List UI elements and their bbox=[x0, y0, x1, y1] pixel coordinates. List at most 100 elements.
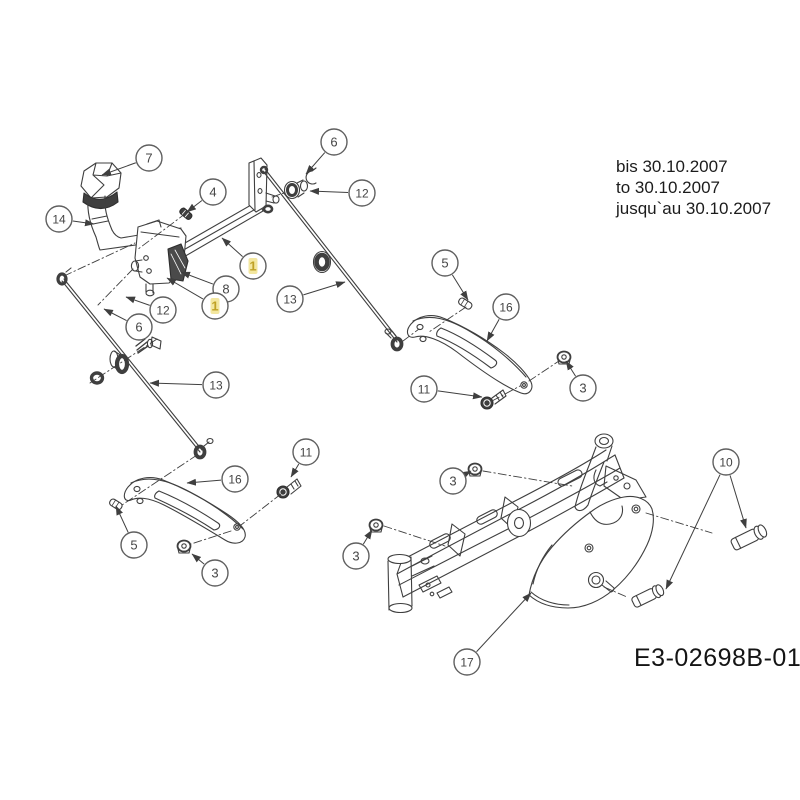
callout-3[interactable]: 3 bbox=[342, 529, 373, 570]
callout-label: 1 bbox=[249, 259, 256, 274]
validity-note-line-3: jusqu`au 30.10.2007 bbox=[616, 199, 772, 218]
callout-12[interactable]: 12 bbox=[309, 179, 376, 207]
callout-circle[interactable] bbox=[125, 313, 153, 341]
validity-note-line-2: to 30.10.2007 bbox=[616, 178, 720, 197]
clevis-pin-right-part bbox=[730, 524, 768, 551]
callout-14[interactable]: 14 bbox=[45, 205, 95, 233]
deck-arm-right-part bbox=[406, 315, 533, 395]
axle-frame-part bbox=[387, 433, 647, 614]
centerlines bbox=[63, 192, 713, 598]
callout-label: 12 bbox=[355, 186, 369, 200]
callout-16[interactable]: 16 bbox=[486, 293, 520, 342]
callout-label: 8 bbox=[222, 282, 229, 297]
callout-3[interactable]: 3 bbox=[191, 553, 229, 587]
callout-circle[interactable] bbox=[712, 448, 740, 476]
nut-center-top-part bbox=[467, 462, 483, 477]
callout-circle[interactable] bbox=[292, 438, 320, 466]
callout-6[interactable]: 6 bbox=[305, 128, 348, 175]
callout-circle[interactable] bbox=[202, 371, 230, 399]
nut-left-part bbox=[176, 539, 192, 554]
nut-center-left-part bbox=[368, 518, 384, 533]
callout-12[interactable]: 12 bbox=[125, 296, 177, 324]
callout-circle[interactable] bbox=[276, 285, 304, 313]
callout-circle[interactable] bbox=[120, 531, 148, 559]
callout-1[interactable]: 1 bbox=[166, 277, 229, 320]
leader-line bbox=[149, 379, 203, 387]
callout-6[interactable]: 6 bbox=[103, 308, 153, 341]
mount-bracket-part bbox=[130, 219, 189, 297]
callout-label: 5 bbox=[130, 538, 137, 553]
leader-line bbox=[565, 360, 576, 377]
leader-line bbox=[305, 152, 326, 175]
callout-4[interactable]: 4 bbox=[186, 178, 227, 213]
leader-line bbox=[103, 308, 127, 322]
callout-10[interactable]: 10 bbox=[665, 448, 747, 590]
callout-circle[interactable] bbox=[569, 374, 597, 402]
callout-circle[interactable] bbox=[348, 179, 376, 207]
lift-rod-left-part bbox=[56, 267, 214, 460]
callout-label: 10 bbox=[719, 455, 733, 469]
leader-line bbox=[486, 318, 500, 342]
leader-line bbox=[437, 390, 483, 400]
callout-label: 16 bbox=[228, 472, 242, 486]
callout-circle[interactable] bbox=[439, 467, 467, 495]
pin-left-part bbox=[109, 498, 123, 511]
bolt-right-part bbox=[480, 389, 507, 410]
callout-circle[interactable] bbox=[201, 559, 229, 587]
callout-highlight bbox=[248, 258, 258, 274]
leader-line bbox=[115, 505, 129, 533]
leader-line bbox=[101, 162, 137, 176]
leader-line bbox=[362, 529, 373, 545]
callout-5[interactable]: 5 bbox=[431, 249, 469, 301]
bushing-top-part bbox=[283, 167, 317, 200]
callout-label: 11 bbox=[300, 445, 313, 459]
callout-label: 17 bbox=[460, 655, 474, 669]
deck-arm-left-part bbox=[123, 477, 246, 544]
callout-label: 6 bbox=[330, 135, 337, 150]
callout-1[interactable]: 1 bbox=[221, 237, 267, 280]
callout-circle[interactable] bbox=[45, 205, 73, 233]
leader-line bbox=[221, 237, 243, 257]
leader-line bbox=[665, 474, 721, 590]
callout-11[interactable]: 11 bbox=[290, 438, 320, 478]
callout-circle[interactable] bbox=[135, 144, 163, 172]
leader-line bbox=[180, 271, 214, 285]
callout-3[interactable]: 3 bbox=[565, 360, 597, 402]
pivot-tube-part bbox=[177, 200, 264, 259]
callout-13[interactable]: 13 bbox=[276, 281, 346, 313]
callout-3[interactable]: 3 bbox=[439, 467, 472, 495]
leader-line bbox=[309, 187, 349, 195]
callout-13[interactable]: 13 bbox=[149, 371, 230, 399]
leader-line bbox=[451, 274, 469, 301]
callout-17[interactable]: 17 bbox=[453, 592, 532, 676]
leader-line bbox=[290, 463, 300, 478]
callout-5[interactable]: 5 bbox=[115, 505, 148, 559]
callout-circle[interactable] bbox=[149, 296, 177, 324]
callout-label: 1 bbox=[211, 299, 218, 314]
callout-circle[interactable] bbox=[320, 128, 348, 156]
callout-7[interactable]: 7 bbox=[101, 144, 163, 176]
callout-label: 16 bbox=[499, 300, 513, 314]
callout-label: 7 bbox=[145, 151, 152, 166]
leader-line bbox=[186, 478, 222, 486]
callout-circle[interactable] bbox=[431, 249, 459, 277]
callout-circle[interactable] bbox=[199, 178, 227, 206]
callout-circle[interactable] bbox=[453, 648, 481, 676]
callout-label: 14 bbox=[52, 212, 66, 226]
callout-16[interactable]: 16 bbox=[186, 465, 249, 493]
callout-circle[interactable] bbox=[410, 375, 438, 403]
callout-circle[interactable] bbox=[342, 542, 370, 570]
callout-circle[interactable] bbox=[221, 465, 249, 493]
bolt-left-part bbox=[276, 478, 302, 499]
callout-circle[interactable] bbox=[492, 293, 520, 321]
clevis-pin-left-part bbox=[631, 584, 665, 608]
callout-label: 6 bbox=[135, 320, 142, 335]
callout-label: 3 bbox=[449, 474, 456, 489]
callout-label: 13 bbox=[283, 292, 297, 306]
lift-rod-right-part bbox=[259, 165, 404, 352]
validity-note-line-1: bis 30.10.2007 bbox=[616, 157, 728, 176]
leader-line bbox=[191, 553, 205, 565]
callout-label: 4 bbox=[209, 185, 216, 200]
callout-11[interactable]: 11 bbox=[410, 375, 483, 403]
